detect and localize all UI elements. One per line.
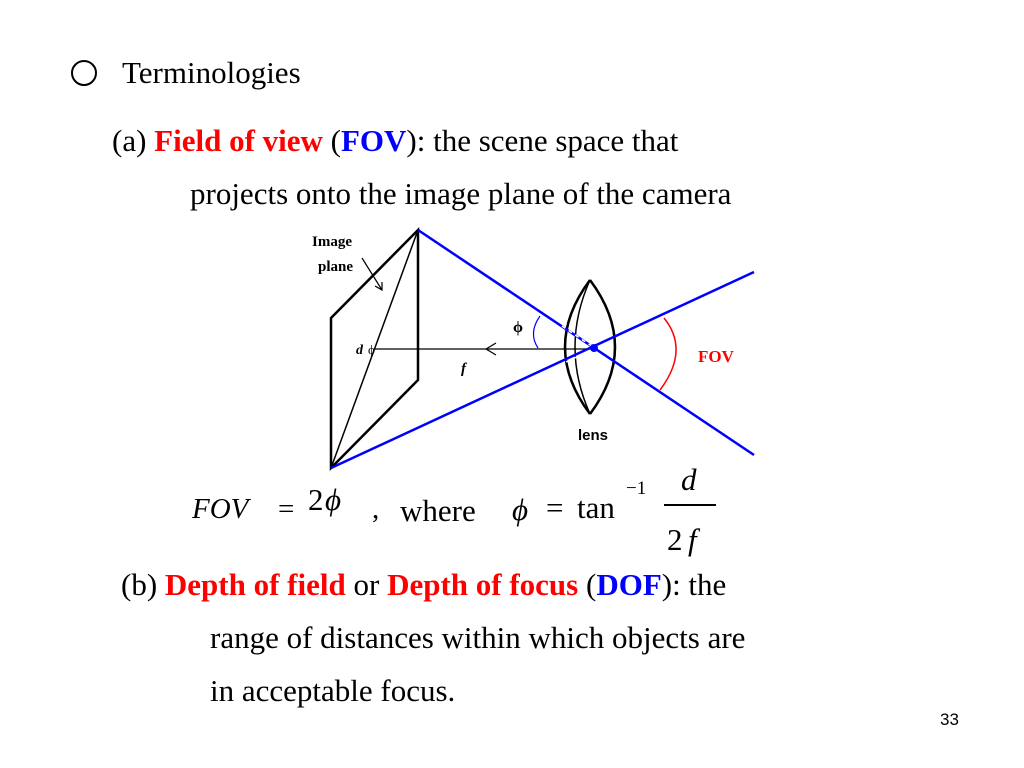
lens-right-arc [588, 279, 617, 415]
bullet-circle-icon [71, 60, 97, 86]
item-a-open-paren: ( [322, 123, 341, 158]
lens-inner-arc [574, 279, 591, 415]
item-b-open-paren: ( [578, 567, 597, 602]
ray-upper [417, 228, 755, 457]
formula-num: d [681, 462, 697, 497]
formula-where: where [400, 493, 476, 528]
formula-den-two: 2 [667, 522, 683, 557]
phi-label: ϕ [513, 319, 523, 336]
formula-sup: −1 [626, 478, 647, 499]
image-plane-label-line2: plane [318, 259, 353, 275]
item-a-prefix: (a) [112, 123, 155, 158]
formula-phi2: ϕ [512, 492, 529, 527]
pointer-arrowhead-icon [374, 282, 383, 292]
formula-phi: ϕ [325, 482, 342, 517]
ray-dash-upper [561, 325, 597, 350]
item-a-line1: (a) Field of view (FOV): the scene space… [112, 125, 678, 156]
formula-comma: , [372, 493, 380, 525]
image-plane-pointer [361, 257, 383, 291]
item-b-term1: Depth of field [164, 567, 346, 602]
formula-lhs: FOV [192, 493, 249, 525]
d-label: d [356, 343, 364, 358]
item-b-abbr: DOF [596, 567, 662, 602]
item-b-term2: Depth of focus [387, 567, 579, 602]
fov-label: FOV [698, 347, 735, 366]
phi-angle-arc [532, 315, 541, 349]
item-a-line2: projects onto the image plane of the cam… [190, 176, 732, 211]
ray-lower [330, 270, 755, 470]
lens-label: lens [578, 427, 608, 444]
axis-arrowhead-icon [484, 342, 497, 356]
item-b-line1: (b) Depth of field or Depth of focus (DO… [121, 569, 726, 600]
formula-tan: tan [577, 490, 615, 525]
lens-center [590, 344, 598, 352]
formula-two: 2 [308, 482, 324, 517]
lens-left-arc [563, 279, 592, 415]
formula-eq: = [278, 493, 295, 525]
fov-diagram: Image plane d ϕ f ϕ FOV lens [312, 226, 755, 472]
item-a-abbr: FOV [340, 123, 407, 158]
image-plane-label-line1: Image [312, 234, 352, 250]
f-label: f [461, 361, 468, 377]
page-number: 33 [940, 710, 959, 729]
heading: Terminologies [122, 55, 301, 90]
item-b-line3: in acceptable focus. [210, 673, 456, 708]
item-b-prefix: (b) [121, 567, 165, 602]
item-b-suffix: ): the [661, 567, 727, 602]
item-b-line2: range of distances within which objects … [210, 620, 746, 655]
item-a-suffix: ): the scene space that [406, 123, 679, 158]
formula-den-f: f [688, 522, 697, 557]
item-a-term: Field of view [154, 123, 323, 158]
formula-eq2: = [546, 490, 564, 525]
fov-angle-arc [659, 317, 677, 391]
fraction-bar [664, 504, 716, 506]
d-marker: ϕ [368, 342, 375, 357]
item-b-or: or [345, 567, 388, 602]
